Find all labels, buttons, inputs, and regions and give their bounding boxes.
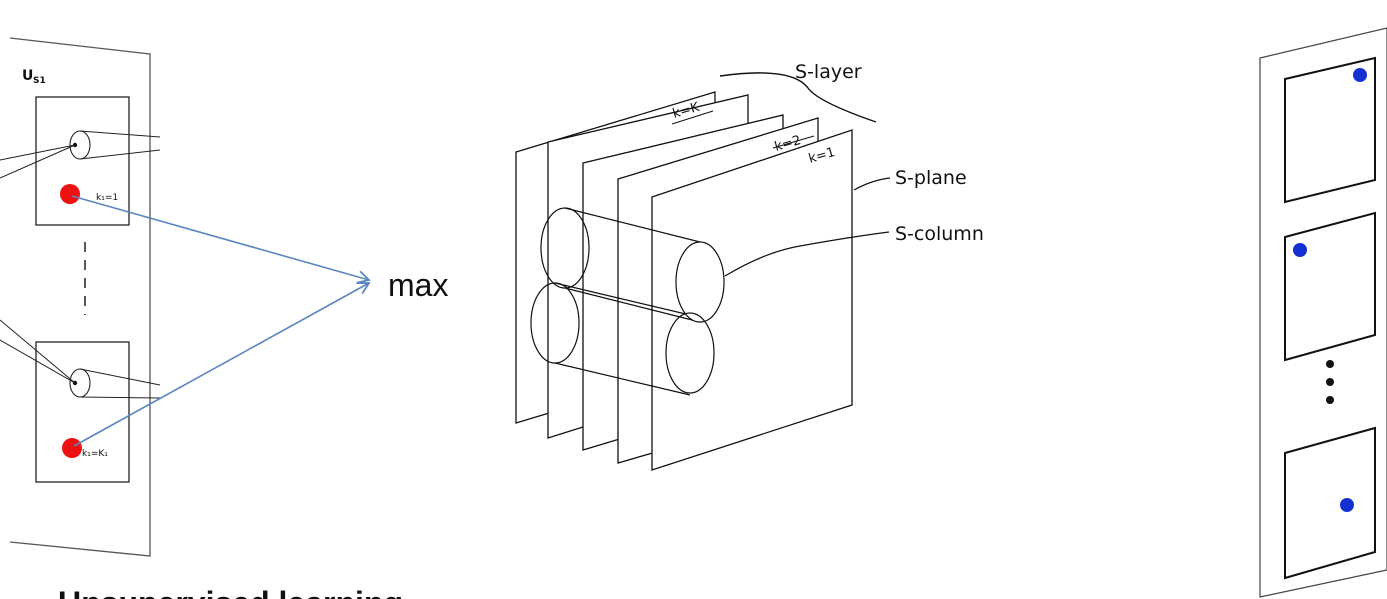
- plane-tabs: k=K k=2 k=1: [671, 100, 837, 167]
- red-marker-top: [60, 184, 80, 204]
- output-panel: [1259, 27, 1387, 598]
- arrow-top-to-max: [71, 195, 371, 284]
- s-plane-label: S-plane: [895, 167, 967, 189]
- blue-dot-1: [1353, 68, 1367, 82]
- blue-dot-2: [1293, 243, 1307, 257]
- s-column-label: S-column: [895, 223, 984, 245]
- s-column-front-bottom: [665, 312, 715, 394]
- s-column: [530, 207, 725, 396]
- output-plane-2: [1284, 211, 1376, 362]
- output-plane-1: [1284, 56, 1376, 204]
- red-marker-bottom: [62, 438, 82, 458]
- s-column-callout-line: [724, 231, 890, 277]
- top-plane-label: k₁=1: [96, 193, 118, 203]
- caption: Unsupervised learning: [58, 585, 403, 599]
- bottom-plane-label: k₁=K₁: [82, 449, 108, 459]
- max-arrows: [71, 195, 371, 447]
- s-plane-k-1: [651, 129, 853, 471]
- s-plane-callout-line: [853, 177, 891, 191]
- u-s1-title: U: [22, 68, 33, 84]
- s-layer-label: S-layer: [795, 61, 862, 83]
- plane-label-k-K: k=K: [671, 100, 701, 122]
- output-plane-n: [1284, 426, 1376, 580]
- blue-dot-3: [1340, 498, 1354, 512]
- plane-label-k-2: k=2: [773, 133, 803, 155]
- top-sub-plane: [35, 96, 130, 226]
- s-column-front-top: [675, 241, 725, 323]
- s-layer-bracket: [719, 72, 877, 123]
- max-label: max: [388, 267, 448, 303]
- plane-label-k-1: k=1: [807, 145, 837, 167]
- u-s1-title-subscript: S1: [33, 76, 46, 86]
- bottom-sub-plane: [35, 341, 130, 483]
- u-s1-panel: U S1 k₁=1 k₁=K₁: [0, 37, 161, 557]
- output-planes-ellipsis: [1326, 360, 1334, 404]
- arrow-bottom-to-max: [73, 282, 371, 447]
